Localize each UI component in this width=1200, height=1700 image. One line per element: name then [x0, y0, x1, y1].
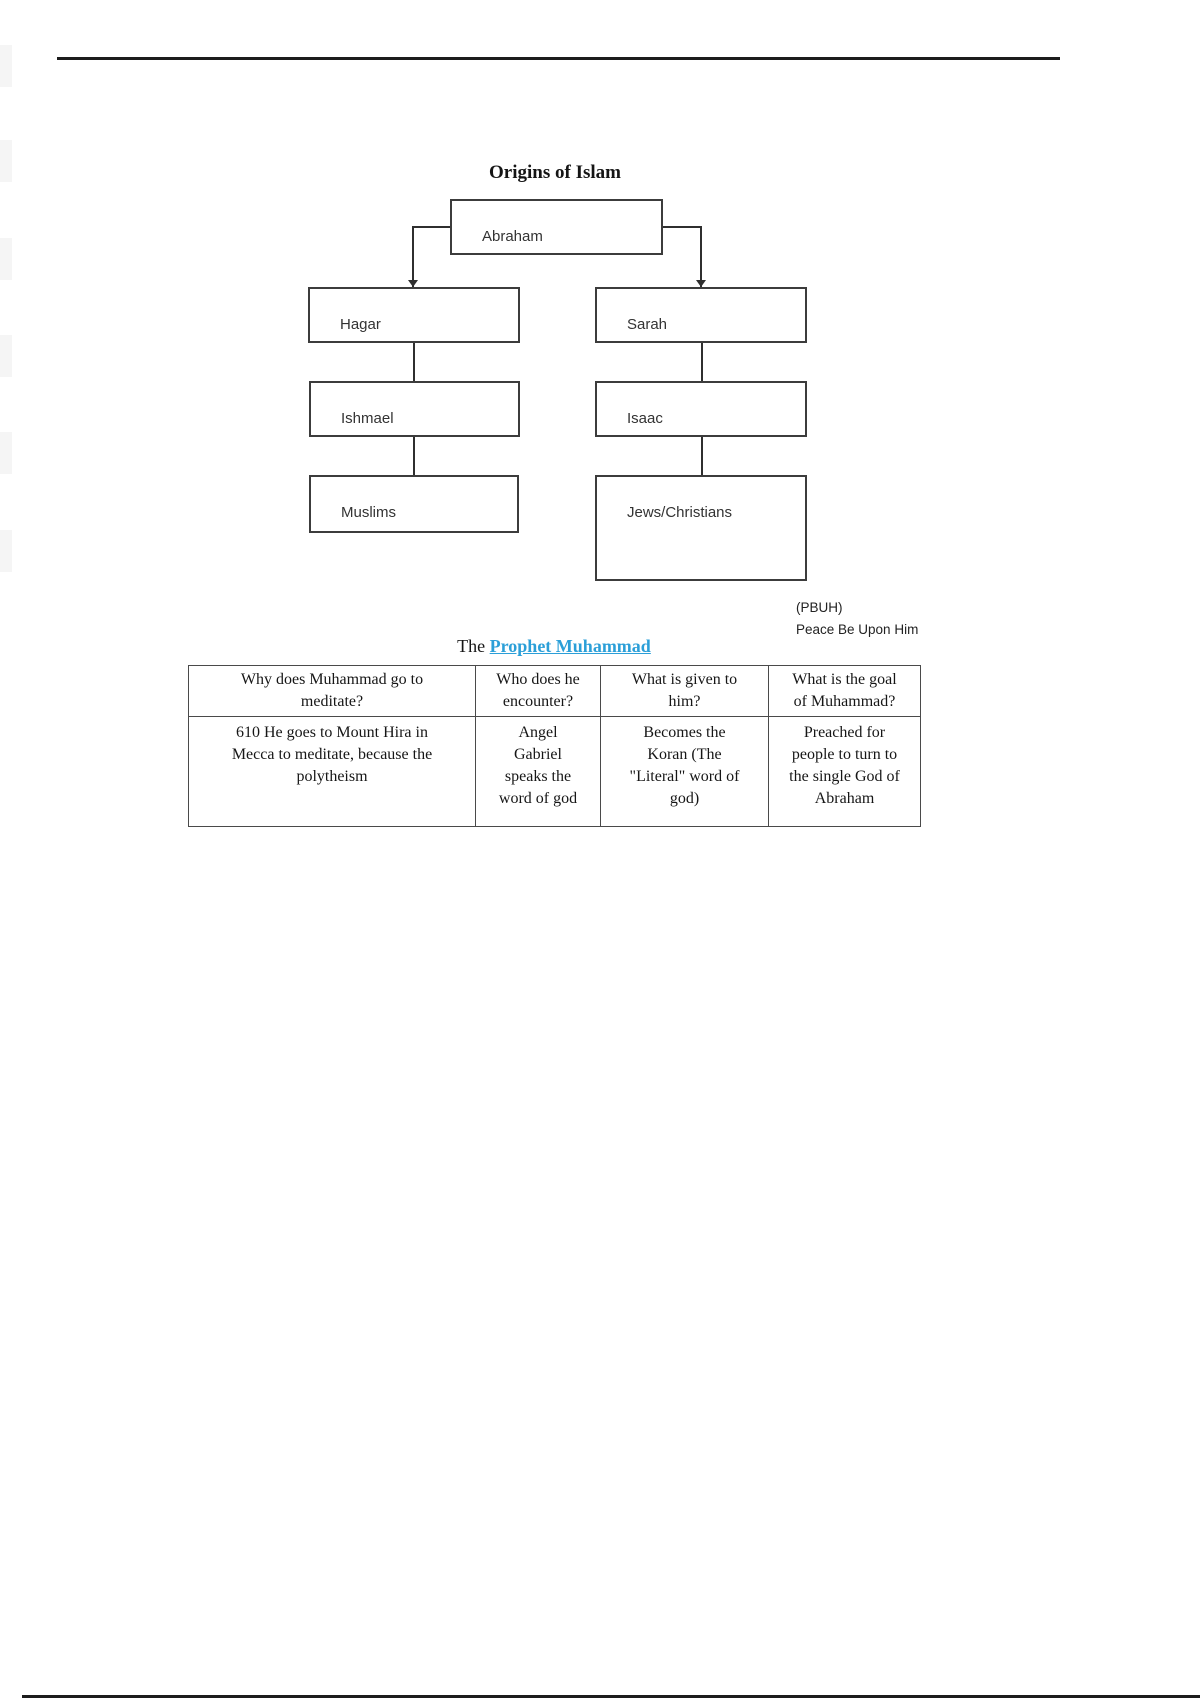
arrowhead-down-icon	[408, 280, 418, 287]
heading-prefix: The	[457, 636, 490, 656]
header-cell-goal: What is the goal of Muhammad?	[768, 665, 921, 717]
node-label-isaac: Isaac	[627, 410, 663, 427]
prophet-muhammad-link[interactable]: Prophet Muhammad	[489, 636, 651, 656]
pbuh-note: (PBUH) Peace Be Upon Him	[796, 597, 918, 641]
diagram-node-jews-christians: Jews/Christians	[595, 475, 807, 581]
connector-ishmael-muslims	[413, 437, 415, 475]
connector-sarah-isaac	[701, 343, 703, 381]
node-label-jews-christians: Jews/Christians	[627, 504, 733, 521]
pbuh-expansion: Peace Be Upon Him	[796, 622, 919, 637]
scan-artifact	[0, 335, 12, 377]
diagram-title: Origins of Islam	[489, 162, 621, 183]
diagram-node-sarah: Sarah	[595, 287, 807, 343]
scan-artifact	[0, 432, 12, 474]
cell-given-answer: Becomes the Koran (The "Literal" word of…	[600, 716, 769, 827]
top-horizontal-rule	[57, 57, 1060, 60]
diagram-node-muslims: Muslims	[309, 475, 519, 533]
scan-artifact	[0, 45, 12, 87]
table-header-row: Why does Muhammad go to meditate? Who do…	[188, 665, 921, 717]
table-row: 610 He goes to Mount Hira in Mecca to me…	[188, 716, 921, 827]
scan-artifact	[0, 238, 12, 280]
cell-goal-answer: Preached for people to turn to the singl…	[768, 716, 921, 827]
diagram-node-abraham: Abraham	[450, 199, 663, 255]
node-label-abraham: Abraham	[482, 228, 543, 245]
diagram-node-ishmael: Ishmael	[309, 381, 520, 437]
scan-artifact	[0, 140, 12, 182]
node-label-ishmael: Ishmael	[341, 410, 394, 427]
diagram-node-hagar: Hagar	[308, 287, 520, 343]
header-cell-encounter: Who does he encounter?	[475, 665, 601, 717]
connector-hagar-ishmael	[413, 343, 415, 381]
cell-encounter-answer: Angel Gabriel speaks the word of god	[475, 716, 601, 827]
header-cell-meditate: Why does Muhammad go to meditate?	[188, 665, 476, 717]
arrowhead-down-icon	[696, 280, 706, 287]
pbuh-abbreviation: (PBUH)	[796, 600, 843, 615]
scan-artifact	[0, 530, 12, 572]
node-label-sarah: Sarah	[627, 316, 668, 333]
header-cell-given: What is given to him?	[600, 665, 769, 717]
connector-abraham-hagar	[412, 226, 452, 287]
connector-abraham-sarah	[663, 226, 702, 287]
section-heading: The Prophet Muhammad	[188, 636, 920, 657]
diagram-node-isaac: Isaac	[595, 381, 807, 437]
node-label-hagar: Hagar	[340, 316, 381, 333]
bottom-horizontal-rule	[22, 1695, 1200, 1698]
cell-meditate-answer: 610 He goes to Mount Hira in Mecca to me…	[188, 716, 476, 827]
node-label-muslims: Muslims	[341, 504, 396, 521]
prophet-muhammad-table: Why does Muhammad go to meditate? Who do…	[188, 665, 921, 827]
connector-isaac-jews	[701, 437, 703, 475]
